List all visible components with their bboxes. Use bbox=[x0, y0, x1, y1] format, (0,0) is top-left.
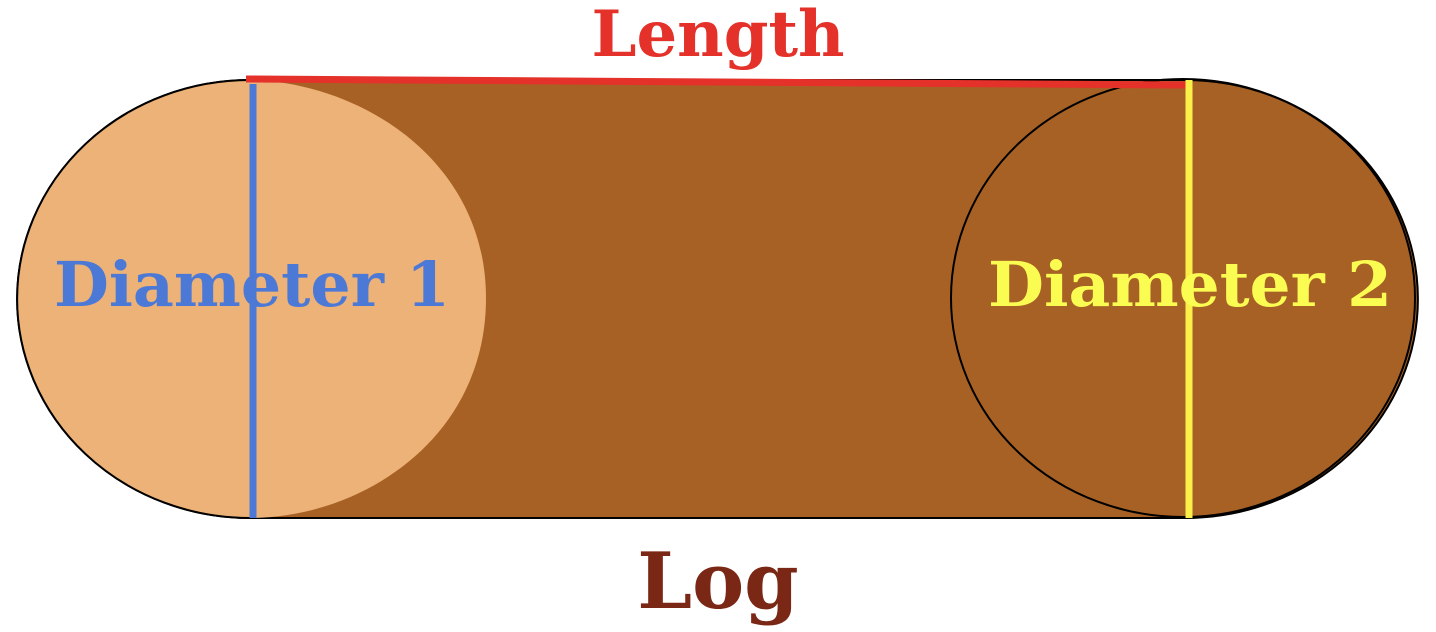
log-right-end-ellipse bbox=[950, 78, 1416, 518]
length-line bbox=[245, 75, 1189, 89]
log-left-outline bbox=[16, 79, 251, 519]
diameter-1-label: Diameter 1 bbox=[54, 248, 450, 321]
length-label: Length bbox=[591, 0, 844, 72]
log-caption: Log bbox=[637, 536, 798, 627]
diameter-2-label: Diameter 2 bbox=[988, 248, 1392, 321]
